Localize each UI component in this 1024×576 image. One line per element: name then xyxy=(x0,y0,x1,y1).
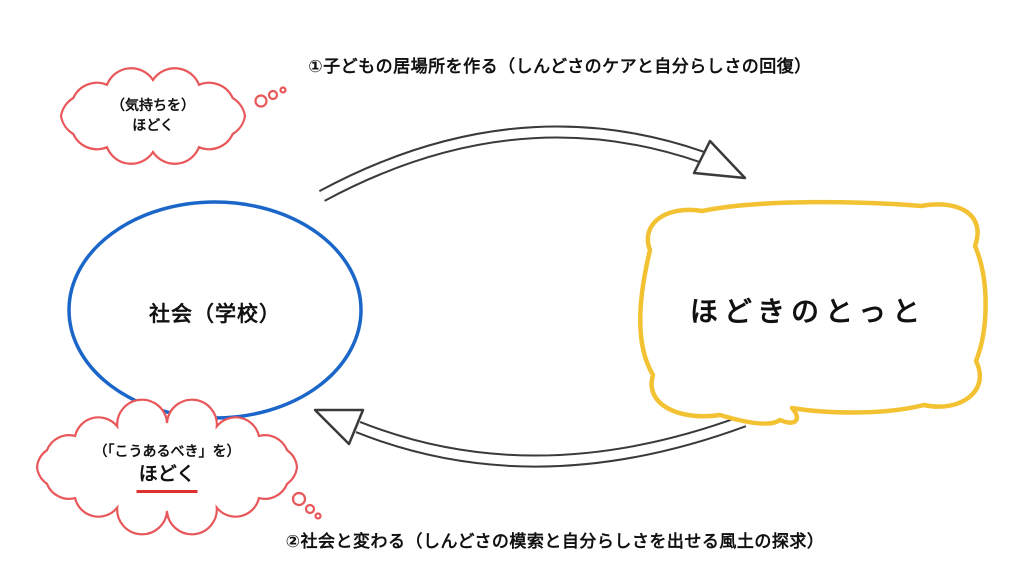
bottom-cloud-text: （「こうあるべき」を） ほどく xyxy=(94,441,241,493)
bottom-cycle-arrow xyxy=(313,408,747,468)
top-thought-bubble-3 xyxy=(279,86,287,94)
top-thought-bubble-1 xyxy=(254,94,268,108)
top-cloud-line2: ほどく xyxy=(132,117,174,134)
bottom-flow-label: ②社会と変わる（しんどさの模索と自分らしさを出せる風土の探求） xyxy=(285,532,825,551)
top-cycle-arrow xyxy=(318,125,747,202)
top-thought-cloud xyxy=(59,67,287,165)
hodoku-underlined-text: ほどく xyxy=(136,461,198,493)
top-arrowhead-icon xyxy=(692,139,747,180)
bottom-thought-bubble-3 xyxy=(314,512,322,520)
bottom-cloud-shape xyxy=(35,398,299,536)
bottom-thought-bubble-1 xyxy=(291,491,307,507)
bottom-cloud-line2: ほどく xyxy=(94,461,241,493)
society-node-label: 社会（学校） xyxy=(149,303,281,326)
top-cloud-line1: （気持ちを） xyxy=(111,97,195,113)
bottom-arrow-inner xyxy=(356,416,746,466)
top-thought-bubble-2 xyxy=(267,89,279,101)
bottom-cloud-line1: （「こうあるべき」を） xyxy=(93,443,241,459)
top-flow-label: ①子どもの居場所を作る（しんどさのケアと自分らしさの回復） xyxy=(308,57,812,76)
bottom-arrowhead-icon xyxy=(313,408,365,446)
hodoki-node-label: ほどきのとっと xyxy=(689,296,927,327)
top-arrow-inner xyxy=(319,127,704,200)
top-cloud-shape xyxy=(59,67,247,165)
top-cloud-text: （気持ちを） ほどく xyxy=(111,95,195,136)
hodoki-blob xyxy=(638,199,988,426)
bottom-thought-bubble-2 xyxy=(304,503,316,515)
bottom-thought-cloud xyxy=(35,398,322,536)
